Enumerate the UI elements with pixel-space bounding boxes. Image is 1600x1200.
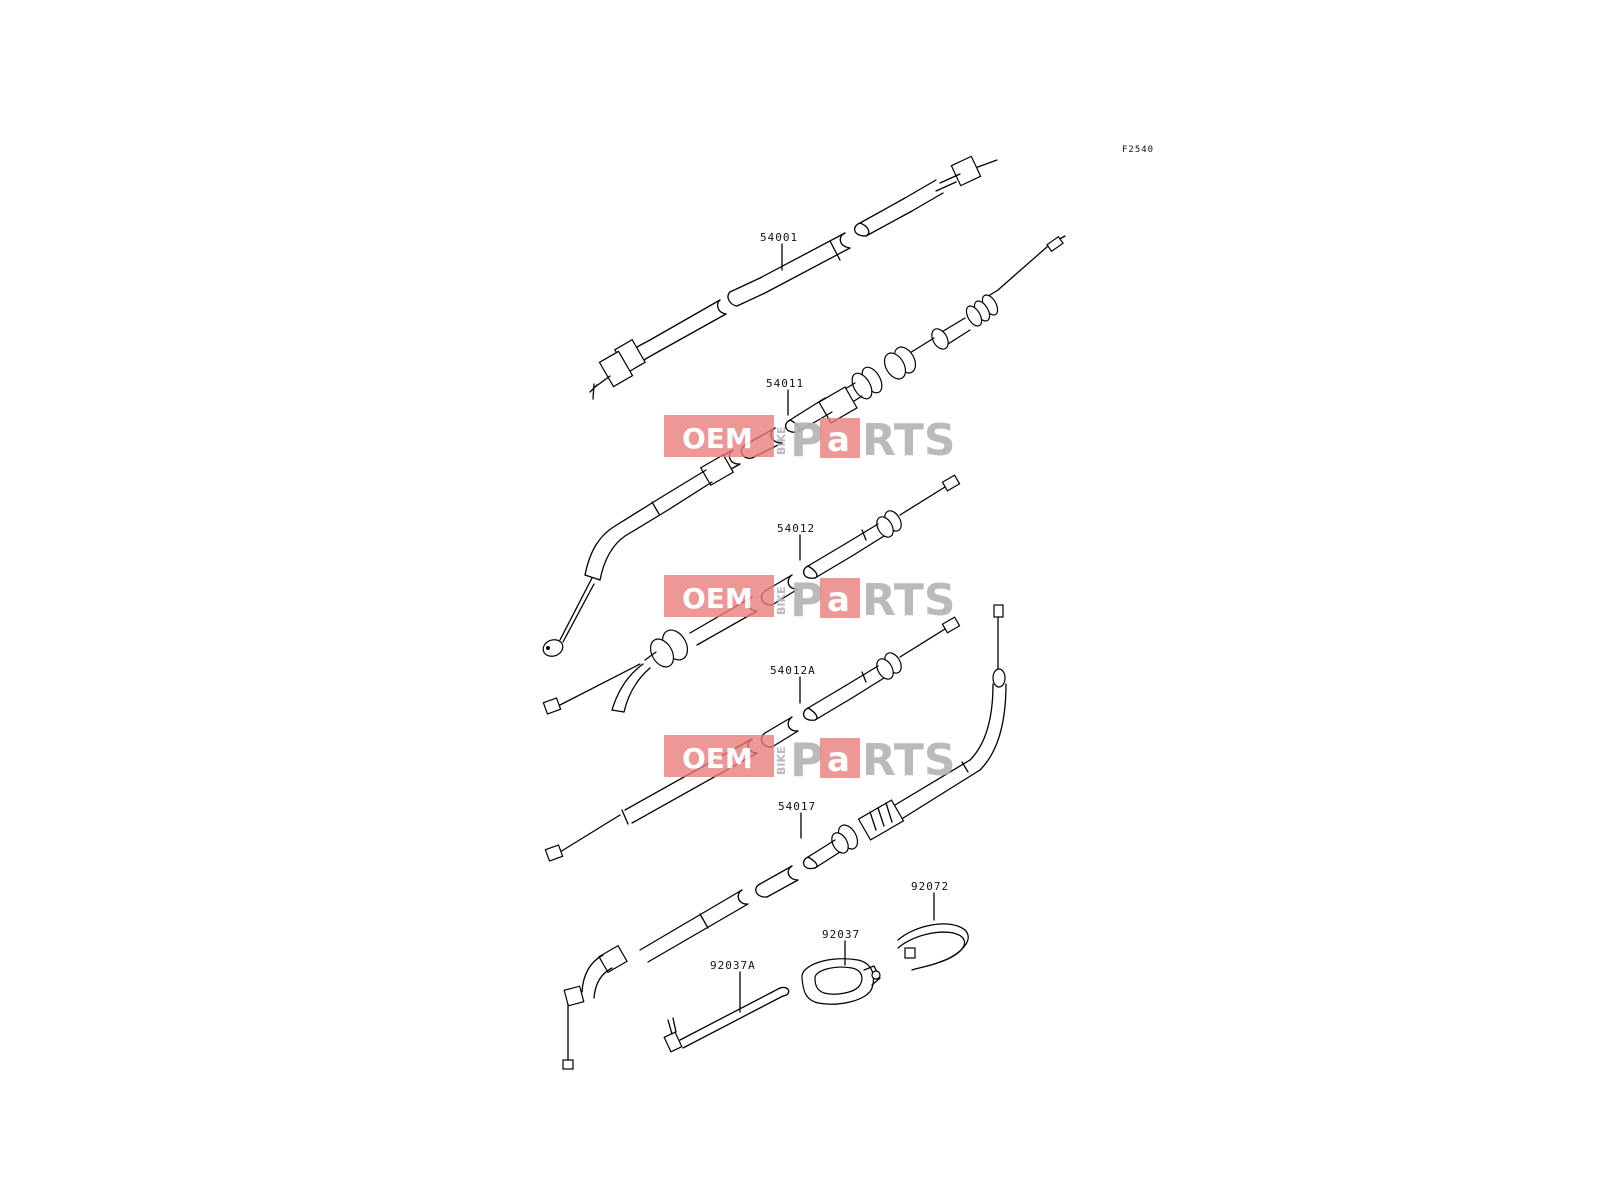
strap-92037A[interactable] [663, 986, 790, 1053]
svg-text:a: a [827, 580, 850, 620]
part-label-92037: 92037 [822, 928, 860, 941]
svg-text:BIKE: BIKE [775, 586, 788, 615]
svg-text:RTS: RTS [862, 415, 956, 466]
clamp-92037[interactable] [801, 958, 881, 1005]
svg-text:P: P [790, 413, 824, 467]
watermark-logo-1: OEM BIKE P a RTS [664, 413, 956, 467]
svg-text:BIKE: BIKE [775, 426, 788, 455]
svg-text:a: a [827, 740, 850, 780]
cable-54012[interactable] [542, 474, 961, 715]
svg-text:P: P [790, 573, 824, 627]
figure-code: F2540 [1122, 145, 1154, 155]
part-label-54001: 54001 [760, 231, 798, 244]
part-label-54011: 54011 [766, 377, 804, 390]
watermark-logo-3: OEM BIKE P a RTS [664, 733, 956, 787]
part-label-54012: 54012 [777, 522, 815, 535]
part-label-54012A: 54012A [770, 664, 816, 677]
watermark-logo-2: OEM BIKE P a RTS [664, 573, 956, 627]
svg-text:OEM: OEM [682, 742, 753, 775]
cable-54011[interactable] [541, 235, 1066, 659]
svg-text:OEM: OEM [682, 422, 753, 455]
part-label-54017: 54017 [778, 800, 816, 813]
cable-54001[interactable] [589, 155, 998, 400]
cable-54017[interactable] [562, 604, 1007, 1070]
svg-text:a: a [827, 420, 850, 460]
part-label-92072: 92072 [911, 880, 949, 893]
svg-text:RTS: RTS [862, 575, 956, 626]
svg-text:OEM: OEM [682, 582, 753, 615]
band-92072[interactable] [897, 923, 969, 971]
svg-text:P: P [790, 733, 824, 787]
part-label-92037A: 92037A [710, 959, 756, 972]
svg-text:BIKE: BIKE [775, 746, 788, 775]
svg-text:RTS: RTS [862, 735, 956, 786]
